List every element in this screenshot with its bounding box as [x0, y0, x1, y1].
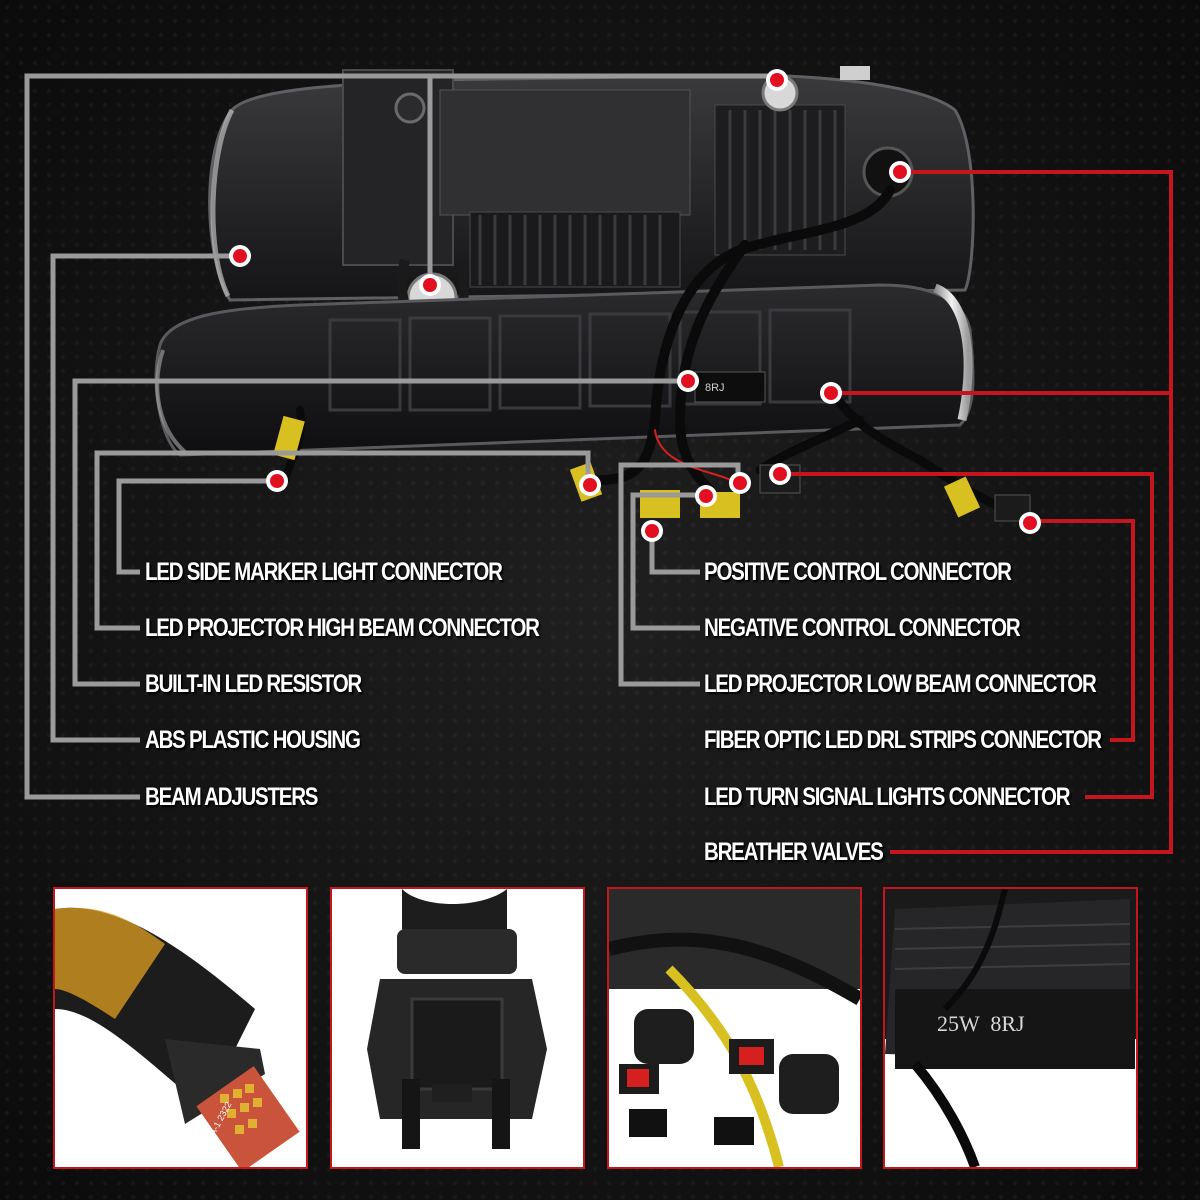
callout-dot [769, 463, 791, 485]
resistor-marking: 25W 8RJ [937, 1011, 1025, 1036]
callout-lines-right-gray [618, 462, 741, 687]
label-positive-control-connector: POSITIVE CONTROL CONNECTOR [704, 558, 1012, 586]
resistor-top-marking: 8RJ [705, 382, 725, 394]
label-breather-valves: BREATHER VALVES [704, 838, 884, 866]
label-beam-adjusters: BEAM ADJUSTERS [145, 783, 318, 811]
detail-panel-bulb-plug [330, 887, 585, 1169]
label-abs-plastic-housing: ABS PLASTIC HOUSING [145, 726, 361, 754]
callout-dot [820, 382, 842, 404]
headlight-housing [208, 66, 975, 302]
label-led-turn-signal-connector: LED TURN SIGNAL LIGHTS CONNECTOR [704, 783, 1071, 811]
callout-dot [695, 485, 717, 507]
label-fiber-optic-drl-connector: FIBER OPTIC LED DRL STRIPS CONNECTOR [704, 726, 1102, 754]
callout-dot [419, 274, 441, 296]
label-led-projector-high-beam-connector: LED PROJECTOR HIGH BEAM CONNECTOR [145, 614, 540, 642]
detail-panel-resistor: 25W 8RJ [883, 887, 1138, 1169]
callout-dot [1019, 512, 1041, 534]
callout-lines-right-red [780, 170, 1173, 854]
label-led-projector-low-beam-connector: LED PROJECTOR LOW BEAM CONNECTOR [704, 670, 1097, 698]
callout-dot [641, 520, 663, 542]
detail-panel-connectors [607, 887, 862, 1169]
callout-dot [729, 472, 751, 494]
headlight-assembly-diagram: 8RJ [24, 66, 1173, 854]
detail-panel-led-bulb: NX-TA-1 2322 [53, 887, 308, 1169]
label-led-side-marker-connector: LED SIDE MARKER LIGHT CONNECTOR [145, 558, 503, 586]
callout-dot [266, 470, 288, 492]
callout-dot [889, 161, 911, 183]
bumper-light-bezel: 8RJ [154, 283, 975, 457]
callout-dot [579, 474, 601, 496]
label-negative-control-connector: NEGATIVE CONTROL CONNECTOR [704, 614, 1021, 642]
label-built-in-led-resistor: BUILT-IN LED RESISTOR [145, 670, 362, 698]
callout-dots [229, 69, 1041, 542]
callout-dot [677, 370, 699, 392]
callout-dot [229, 245, 251, 267]
callout-dot [766, 69, 788, 91]
